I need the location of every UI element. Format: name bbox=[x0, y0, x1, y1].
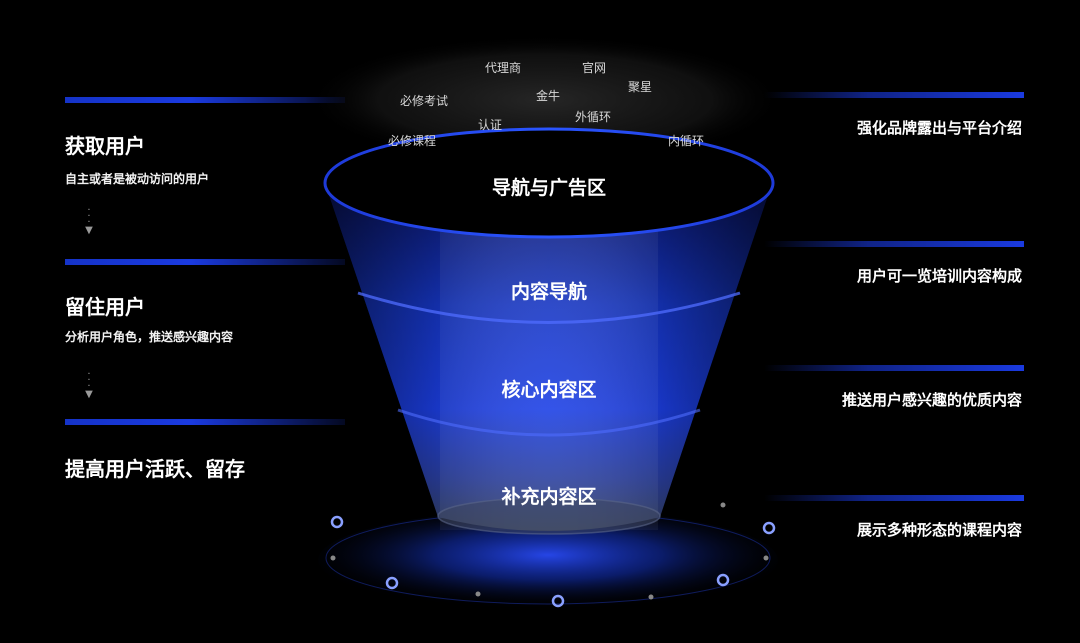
tag-agent: 代理商 bbox=[485, 60, 521, 75]
left-title-retain: 留住用户 bbox=[65, 295, 145, 319]
tag-cloud bbox=[305, 35, 785, 165]
tag-juxing: 聚星 bbox=[628, 80, 652, 94]
funnel-ring bbox=[397, 408, 701, 437]
base-glow bbox=[318, 510, 778, 610]
tag-inner-loop: 内循环 bbox=[668, 134, 704, 148]
tag-website: 官网 bbox=[582, 60, 606, 75]
tag-jinniu: 金牛 bbox=[536, 88, 560, 103]
down-arrow-icon: ···▼ bbox=[85, 369, 93, 400]
stage-core-content: 核心内容区 bbox=[501, 378, 596, 401]
tag-required-exam: 必修考试 bbox=[400, 93, 448, 108]
left-divider-3 bbox=[65, 419, 345, 425]
right-divider-2 bbox=[764, 241, 1024, 247]
funnel-top bbox=[325, 129, 773, 237]
left-title-acquire: 获取用户 bbox=[65, 134, 145, 158]
right-text-recommend: 推送用户感兴趣的优质内容 bbox=[841, 391, 1022, 409]
right-text-overview: 用户可一览培训内容构成 bbox=[856, 267, 1022, 285]
stage-nav-ads: 导航与广告区 bbox=[492, 176, 606, 199]
tag-outer-loop: 外循环 bbox=[575, 110, 611, 124]
right-text-formats: 展示多种形态的课程内容 bbox=[856, 521, 1022, 539]
funnel-ring bbox=[357, 291, 741, 324]
tag-certification: 认证 bbox=[478, 118, 502, 132]
right-divider-4 bbox=[764, 495, 1024, 501]
left-title-engage: 提高用户活跃、留存 bbox=[65, 457, 245, 481]
right-divider-1 bbox=[764, 92, 1024, 98]
stage-supplementary: 补充内容区 bbox=[501, 485, 596, 508]
left-subtitle-acquire: 自主或者是被动访问的用户 bbox=[65, 172, 210, 186]
down-arrow-icon: ···▼ bbox=[85, 205, 93, 236]
base-dots bbox=[330, 502, 776, 608]
left-subtitle-retain: 分析用户角色，推送感兴趣内容 bbox=[65, 330, 234, 344]
right-text-brand: 强化品牌露出与平台介绍 bbox=[856, 119, 1022, 137]
tag-required-course: 必修课程 bbox=[388, 133, 436, 148]
left-divider-1 bbox=[65, 97, 345, 103]
stage-content-nav: 内容导航 bbox=[511, 280, 587, 303]
right-divider-3 bbox=[764, 365, 1024, 371]
left-divider-2 bbox=[65, 259, 345, 265]
